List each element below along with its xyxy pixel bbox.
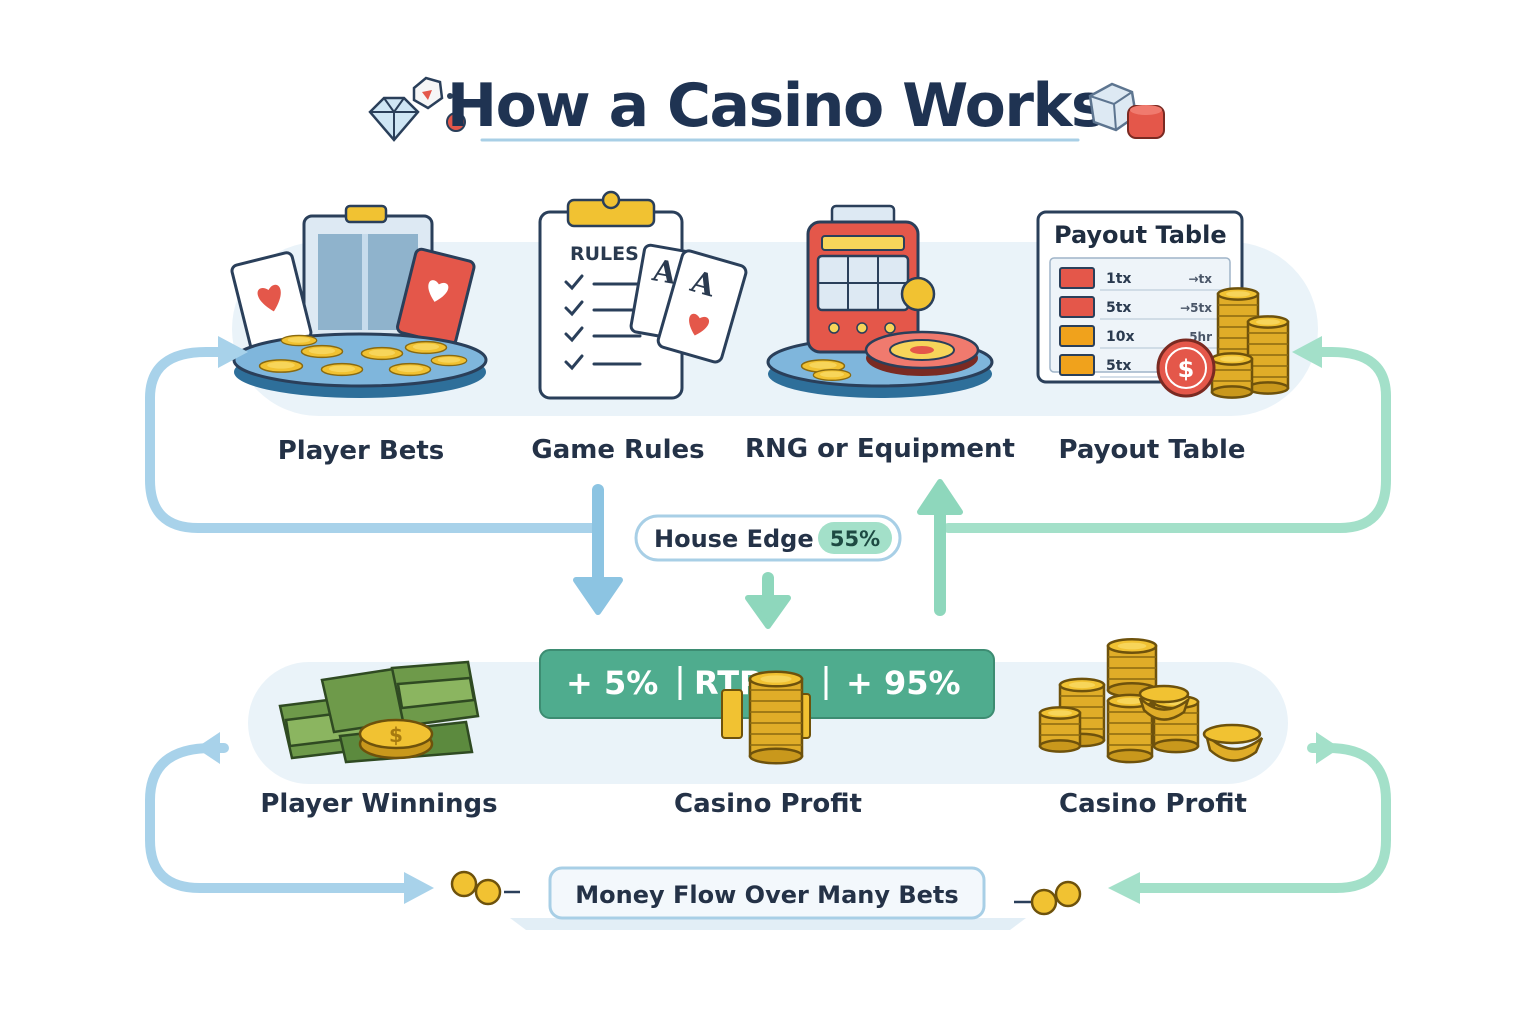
down-arrow-center-head xyxy=(745,595,791,629)
payout-row-value: →tx xyxy=(1188,272,1212,286)
arrow-head-bottom-right-left xyxy=(1108,872,1140,904)
stage-label-casino-profit-center: Casino Profit xyxy=(674,789,862,819)
payout-row-multiplier: 5tx xyxy=(1106,300,1131,316)
payout-row: 1tx →tx xyxy=(1059,267,1226,291)
gold-ingot-icon xyxy=(1138,684,1264,762)
pile-coin-stack xyxy=(1038,706,1082,753)
loop-arrow-bottom-right xyxy=(1129,743,1391,893)
center-coin-stack-icon xyxy=(721,670,811,765)
payout-board-heading: Payout Table xyxy=(1054,221,1227,249)
payout-row-multiplier: 5tx xyxy=(1106,358,1131,374)
slot-machine-icon xyxy=(766,204,994,398)
pile-coin-stack xyxy=(1152,694,1200,754)
loop-arrow-top-left xyxy=(145,347,603,533)
title-group: How a Casino Works xyxy=(368,71,1165,142)
coin-stack-icon: $ xyxy=(1156,287,1290,399)
payout-row-value: →5tx xyxy=(1180,301,1212,315)
stage-label-payout-table: Payout Table xyxy=(1059,435,1246,465)
arrow-head-top-left xyxy=(218,336,248,368)
down-arrow-left-head xyxy=(573,577,623,615)
cash-coin-symbol: $ xyxy=(389,723,403,747)
bar-right-value: + 95% xyxy=(846,664,961,702)
pile-coin-stack xyxy=(1106,638,1158,698)
money-flow-banner: Money Flow Over Many Bets xyxy=(510,866,1026,930)
payout-coin-stack xyxy=(1210,352,1254,399)
loop-arrow-top-right xyxy=(943,347,1391,533)
page-title: How a Casino Works xyxy=(447,71,1105,141)
arrow-head-bottom-left-up xyxy=(196,732,220,764)
payout-coin-symbol: $ xyxy=(1178,355,1195,383)
stage-label-rng: RNG or Equipment xyxy=(745,434,1015,464)
payout-coin-stack xyxy=(1246,315,1290,395)
up-arrow-right-head xyxy=(917,479,963,515)
payout-row: 5tx →5tx xyxy=(1059,296,1226,320)
stage-label-casino-profit-right: Casino Profit xyxy=(1059,789,1247,819)
house-edge-value: 55% xyxy=(830,527,880,551)
loop-arrow-bottom-left xyxy=(145,743,415,893)
coin-pile-icon xyxy=(1038,638,1264,764)
rules-heading: RULES xyxy=(570,243,639,265)
coin-pair-icon-right xyxy=(1014,880,1082,916)
center-coin-side xyxy=(721,689,743,739)
stage-label-player-winnings: Player Winnings xyxy=(260,789,497,819)
cash-stack-icon: $ xyxy=(278,660,480,764)
money-flow-label: Money Flow Over Many Bets xyxy=(575,881,958,909)
arrow-head-bottom-right-up xyxy=(1316,732,1340,764)
arrow-head-top-right xyxy=(1292,336,1322,368)
house-edge-pill: House Edge 55% xyxy=(634,514,902,562)
rules-clipboard-icon: RULES A A xyxy=(538,190,748,400)
payout-row-multiplier: 1tx xyxy=(1106,271,1131,287)
betting-table-icon xyxy=(230,204,488,398)
stage-label-player-bets: Player Bets xyxy=(278,436,445,466)
dice-icon xyxy=(1088,82,1165,139)
payout-row-multiplier: 10x xyxy=(1106,329,1135,345)
house-edge-label: House Edge xyxy=(654,525,814,553)
coin-pair-icon-left xyxy=(450,870,520,906)
gem-icon xyxy=(368,76,466,142)
pile-coin-stack xyxy=(1106,693,1154,764)
arrow-head-bottom-left-right xyxy=(404,872,434,904)
stage-label-game-rules: Game Rules xyxy=(531,435,704,465)
center-coin-stack xyxy=(748,670,804,765)
bar-left-value: + 5% xyxy=(566,664,658,702)
